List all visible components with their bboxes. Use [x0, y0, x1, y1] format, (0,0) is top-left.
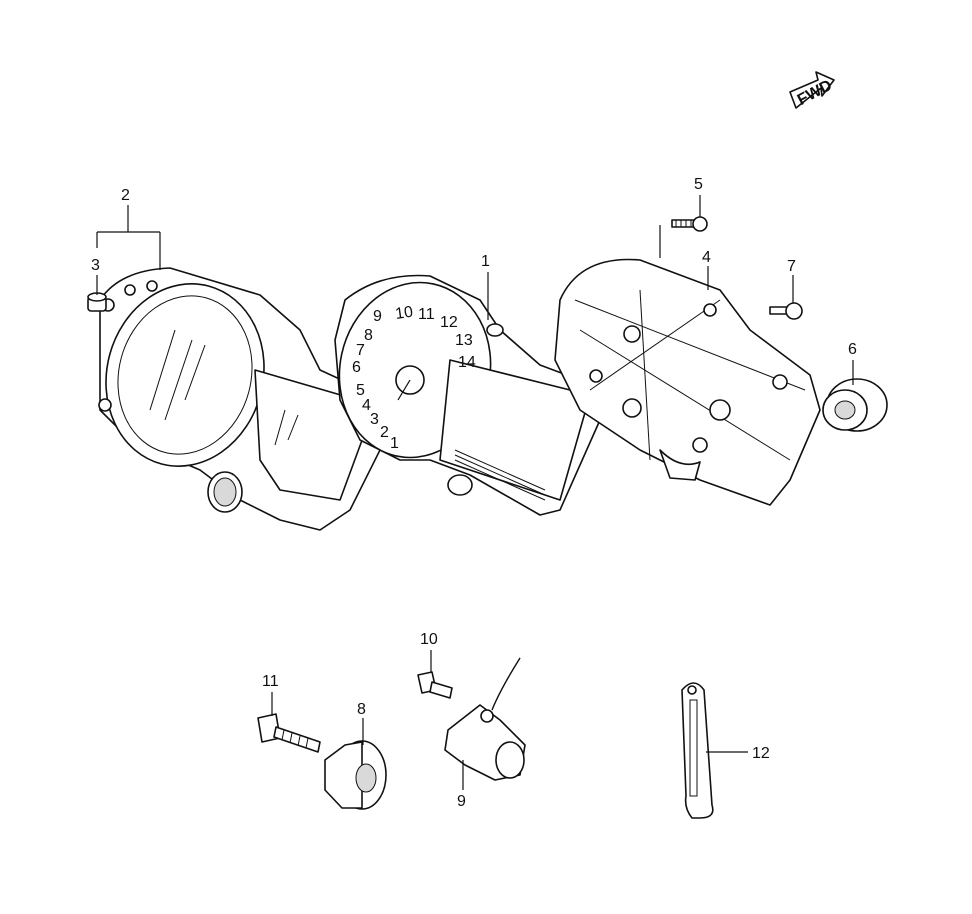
- part-3-nut: [87, 292, 107, 312]
- callout-10: 10: [420, 631, 438, 648]
- callout-6: 6: [848, 341, 857, 358]
- callout-12: 12: [752, 745, 770, 762]
- part-6-cushion: [822, 378, 888, 432]
- callout-3: 3: [91, 257, 100, 274]
- gauge-number-8: 8: [364, 327, 373, 344]
- gauge-number-11: 11: [418, 306, 435, 323]
- callout-2: 2: [121, 187, 130, 204]
- callout-4: 4: [702, 249, 711, 266]
- gauge-number-14: 14: [458, 354, 476, 371]
- fwd-arrow-icon: FWD: [789, 71, 835, 109]
- callout-7: 7: [787, 258, 796, 275]
- callout-5: 5: [694, 176, 703, 193]
- part-2-meter-case: [98, 267, 391, 531]
- gauge-number-1: 1: [390, 435, 399, 452]
- part-12-clamp: [681, 682, 714, 819]
- gauge-number-2: 2: [380, 424, 389, 441]
- gauge-number-10: 10: [394, 304, 414, 323]
- leader-lines: [96, 195, 854, 790]
- part-10-bolt: [417, 671, 453, 699]
- part-9-speed-sensor: [444, 657, 526, 781]
- part-11-bolt: [257, 713, 321, 753]
- gauge-number-7: 7: [356, 342, 365, 359]
- gauge-number-4: 4: [362, 397, 371, 414]
- gauge-number-9: 9: [373, 308, 382, 325]
- gauge-number-5: 5: [356, 382, 365, 399]
- gauge-number-3: 3: [370, 411, 379, 428]
- part-4-lower-case: [554, 258, 821, 506]
- part-5-screw: [671, 216, 708, 232]
- part-8-gear: [324, 740, 387, 810]
- gauge-number-13: 13: [455, 332, 473, 349]
- part-7-screw: [769, 302, 803, 320]
- gauge-number-6: 6: [352, 359, 361, 376]
- callout-8: 8: [357, 701, 366, 718]
- gauge-number-12: 12: [440, 314, 458, 331]
- part-1-meter-assembly: 10 11 12 13 14 9 8 7 6 5 4 3 2 1: [334, 274, 601, 516]
- callout-1: 1: [481, 253, 490, 270]
- callout-9: 9: [457, 793, 466, 810]
- callout-11: 11: [262, 673, 279, 690]
